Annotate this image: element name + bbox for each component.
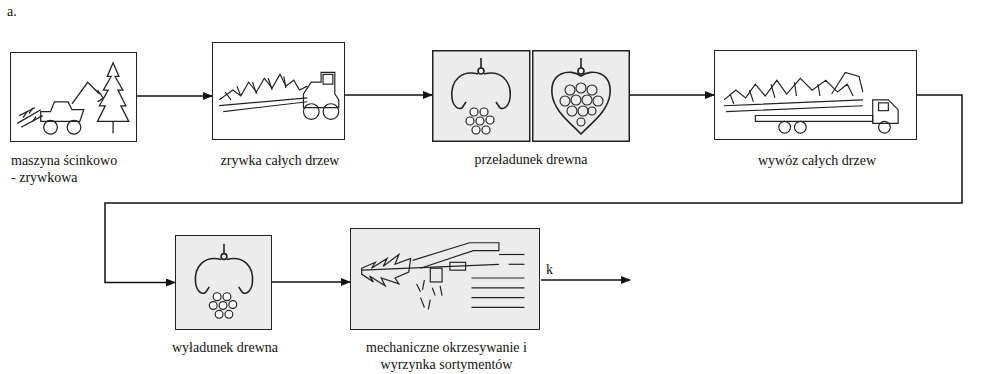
process-illustration (213, 43, 344, 139)
flow-arrow (272, 281, 350, 283)
annotation-mark: k (545, 262, 554, 278)
outgoing-arrow (541, 279, 630, 281)
process-box: maszyna ścinkowo - zrywkowa (10, 52, 137, 142)
process-box: wyładunek drewna (175, 235, 272, 330)
process-illustration (351, 229, 539, 329)
process-illustration (176, 236, 271, 329)
process-illustration (11, 53, 136, 141)
step-caption: zrywka całych drzew (195, 152, 365, 169)
step-caption: przeładunek drewna (431, 151, 631, 168)
flow-arrow (630, 94, 714, 96)
step-caption: maszyna ścinkowo - zrywkowa (11, 152, 123, 186)
figure-letter: a. (6, 4, 18, 20)
process-box: wywóz całych drzew (714, 50, 917, 140)
flow-arrow (137, 95, 212, 97)
step-caption: wyładunek drewna (150, 339, 300, 356)
process-illustration (432, 50, 630, 142)
step-caption: wywóz całych drzew (712, 152, 922, 169)
process-box: mechaniczne okrzesywanie i wyrzynka sort… (350, 228, 540, 330)
step-caption: mechaniczne okrzesywanie i wyrzynka sort… (364, 339, 529, 373)
process-illustration (715, 51, 916, 139)
flow-arrow (345, 94, 432, 96)
process-box: zrywka całych drzew (212, 42, 345, 140)
process-box: przeładunek drewna (432, 50, 630, 142)
